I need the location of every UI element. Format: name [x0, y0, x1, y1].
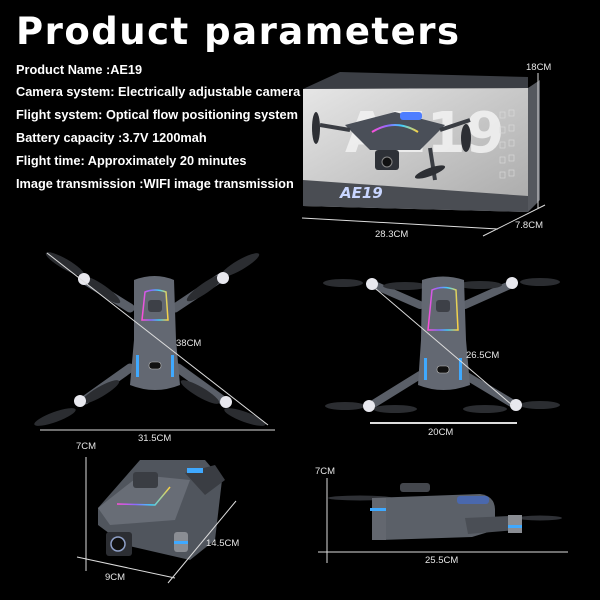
- spec-image-transmission: Image transmission :WIFI image transmiss…: [16, 177, 294, 191]
- spec-camera-system: Camera system: Electrically adjustable c…: [16, 85, 301, 99]
- unfolded-width-label: 31.5CM: [138, 433, 172, 444]
- folded-side-length-label: 25.5CM: [425, 555, 459, 566]
- spec-product-name: Product Name :AE19: [16, 63, 143, 77]
- unfolded-diagonal-label: 38CM: [176, 338, 202, 349]
- box-width-label: 28.3CM: [375, 229, 409, 240]
- box-brand-logo: AE19: [340, 184, 383, 202]
- folded-angle-height-label: 7CM: [76, 441, 97, 452]
- box-height-label: 18CM: [526, 62, 552, 73]
- spec-flight-time: Flight time: Approximately 20 minutes: [16, 154, 247, 168]
- spec-battery-capacity: Battery capacity :3.7V 1200mah: [16, 131, 207, 145]
- folded-side-height-label: 7CM: [315, 466, 336, 477]
- spec-flight-system: Flight system: Optical flow positioning …: [16, 108, 298, 122]
- folded-top-width-label: 20CM: [428, 427, 454, 438]
- box-depth-label: 7.8CM: [515, 220, 543, 231]
- page-title: Product parameters: [16, 10, 461, 53]
- folded-angle-width-label: 9CM: [105, 572, 126, 583]
- folded-top-diagonal-label: 26.5CM: [466, 350, 500, 361]
- folded-angle-length-label: 14.5CM: [206, 538, 240, 549]
